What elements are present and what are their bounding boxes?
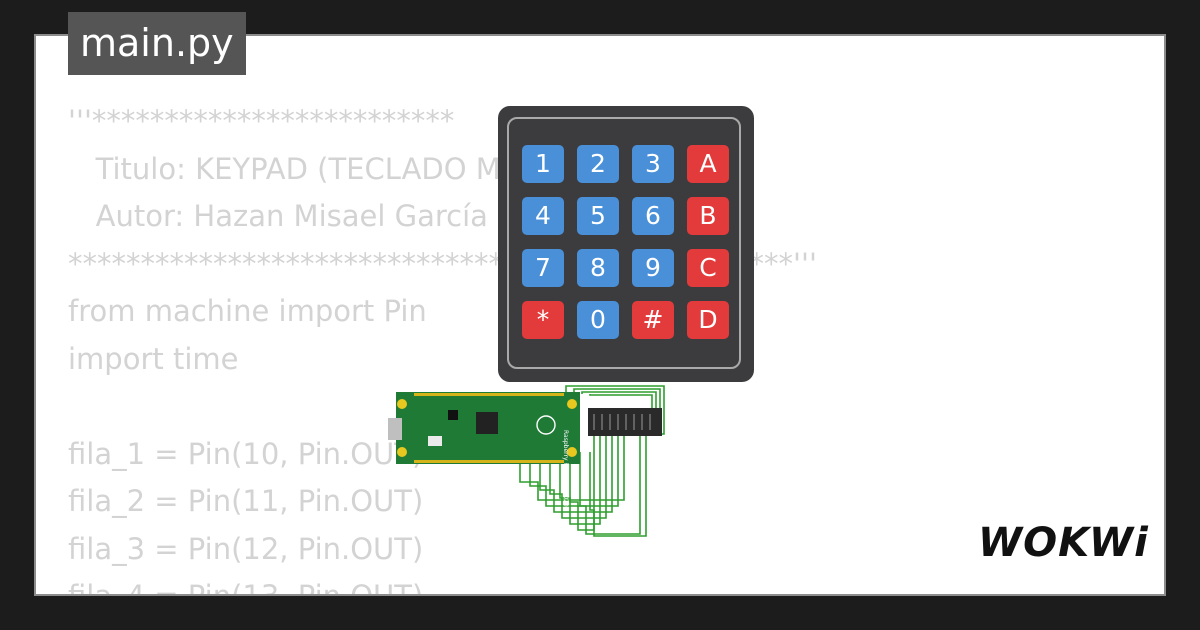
- keypad-key[interactable]: C: [687, 249, 729, 287]
- code-line: '''*************************: [68, 104, 455, 138]
- code-line: fila_4 = Pin(13, Pin.OUT): [68, 579, 424, 596]
- code-line: fila_3 = Pin(12, Pin.OUT): [68, 531, 424, 566]
- keypad-key[interactable]: 4: [522, 197, 564, 235]
- keypad-key[interactable]: B: [687, 197, 729, 235]
- raspberry-pi-pico-board[interactable]: Raspberry Pi Pico © 2020: [388, 382, 678, 542]
- rp2040-chip: [476, 412, 498, 434]
- keypad-key[interactable]: 6: [632, 197, 674, 235]
- keypad-key[interactable]: 7: [522, 249, 564, 287]
- keypad-key[interactable]: D: [687, 301, 729, 339]
- pico-silkscreen: Raspberry Pi Pico © 2020: [562, 430, 569, 507]
- keypad-key[interactable]: 8: [577, 249, 619, 287]
- keypad-border: [507, 117, 741, 369]
- code-editor-text: '''************************* Titulo: KEY…: [68, 98, 817, 596]
- usb-port: [388, 418, 402, 440]
- keypad-key[interactable]: 0: [577, 301, 619, 339]
- keypad-key[interactable]: 3: [632, 145, 674, 183]
- file-tab-main-py[interactable]: main.py: [68, 12, 246, 75]
- wokwi-logo: WOKWi: [978, 520, 1149, 566]
- keypad-key[interactable]: 9: [632, 249, 674, 287]
- keypad-key[interactable]: 5: [577, 197, 619, 235]
- raspberry-logo-icon: [536, 415, 556, 435]
- bootsel-button: [428, 436, 442, 446]
- code-line: fila_2 = Pin(11, Pin.OUT): [68, 484, 424, 518]
- keypad-key[interactable]: *: [522, 301, 564, 339]
- keypad-key[interactable]: 2: [577, 145, 619, 183]
- keypad-key[interactable]: A: [687, 145, 729, 183]
- code-line: from machine import Pin: [68, 294, 427, 328]
- code-line: import time: [68, 341, 239, 376]
- code-line: Autor: Hazan Misael García: [68, 199, 488, 233]
- keypad-key[interactable]: 1: [522, 145, 564, 183]
- keypad-header-connector: [588, 408, 662, 436]
- code-line: Titulo: KEYPAD (TECLADO M: [68, 151, 501, 186]
- keypad-key[interactable]: #: [632, 301, 674, 339]
